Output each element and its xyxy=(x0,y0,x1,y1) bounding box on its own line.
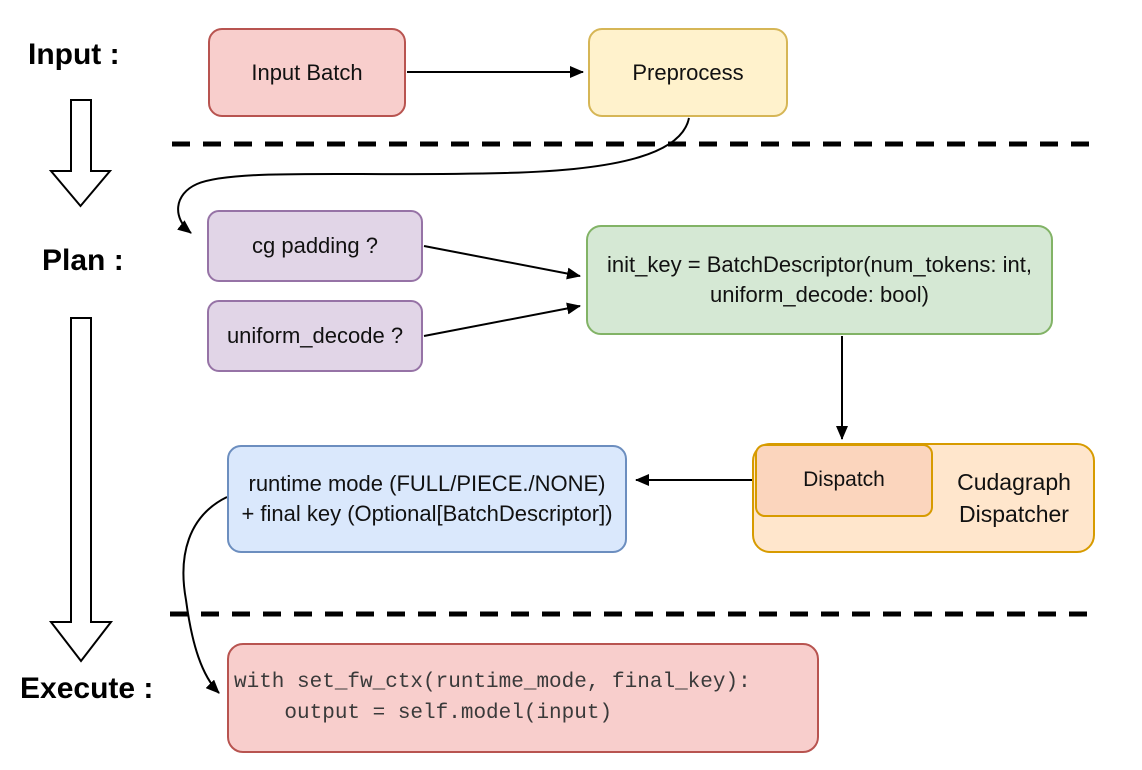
plan-stage-label: Plan : xyxy=(42,244,124,277)
cudagraph-dispatcher-label: Cudagraph Dispatcher xyxy=(933,443,1095,553)
input-to-plan-hollow-arrow-icon xyxy=(48,99,113,208)
runtime-mode-line1: runtime mode (FULL/PIECE./NONE) xyxy=(248,471,606,497)
cg-padding-node: cg padding ? xyxy=(207,210,423,282)
arrow-cgpadding-to-initkey xyxy=(423,245,581,280)
execute-stage-label: Execute : xyxy=(20,672,154,705)
uniform-decode-label: uniform_decode ? xyxy=(226,323,404,349)
dispatch-label: Dispatch xyxy=(803,468,885,492)
execute-code-node: with set_fw_ctx(runtime_mode, final_key)… xyxy=(227,643,819,753)
uniform-decode-node: uniform_decode ? xyxy=(207,300,423,372)
preprocess-label: Preprocess xyxy=(632,59,744,85)
arrow-runtimemode-to-executecode xyxy=(182,496,228,694)
cudagraph-dispatcher-line1: Cudagraph xyxy=(957,468,1071,495)
execute-code-line2: output = self.model(input) xyxy=(234,702,613,725)
dispatch-node: Dispatch xyxy=(755,444,933,517)
plan-to-execute-hollow-arrow-icon xyxy=(48,317,114,663)
init-key-line2: uniform_decode: bool) xyxy=(710,282,929,307)
cudagraph-dispatcher-line2: Dispatcher xyxy=(959,501,1069,527)
cg-padding-label: cg padding ? xyxy=(252,233,378,259)
preprocess-node: Preprocess xyxy=(588,28,788,117)
input-batch-label: Input Batch xyxy=(251,59,363,85)
init-key-node: init_key = BatchDescriptor(num_tokens: i… xyxy=(586,225,1053,335)
input-stage-label: Input : xyxy=(28,38,120,71)
input-batch-node: Input Batch xyxy=(208,28,406,117)
arrow-uniformdecode-to-initkey xyxy=(423,302,581,337)
runtime-mode-line2: + final key (Optional[BatchDescriptor]) xyxy=(241,501,613,526)
runtime-mode-node: runtime mode (FULL/PIECE./NONE) + final … xyxy=(227,445,627,553)
init-key-line1: init_key = BatchDescriptor(num_tokens: i… xyxy=(607,252,1032,278)
execute-code-line1: with set_fw_ctx(runtime_mode, final_key)… xyxy=(234,671,751,694)
